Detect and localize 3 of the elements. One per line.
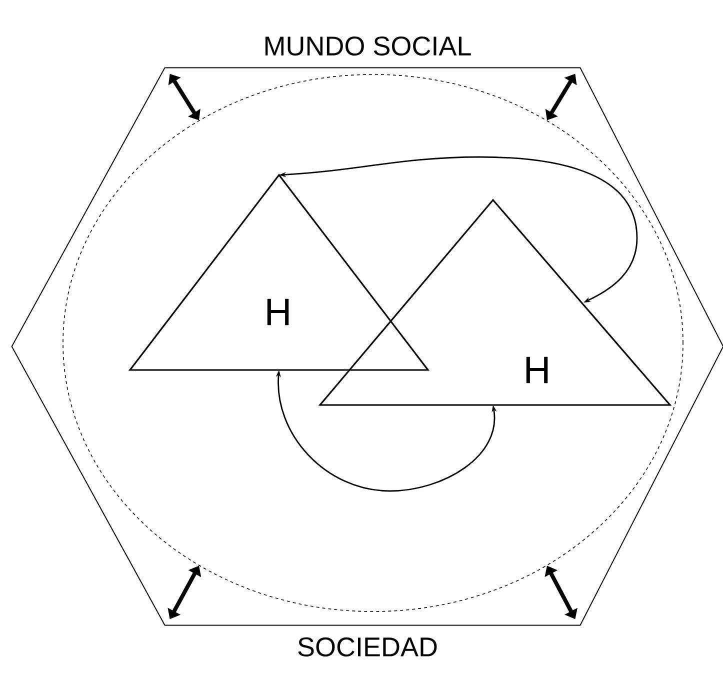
dashed-ellipse — [62, 74, 684, 612]
heading: SOCIEDAD — [298, 637, 437, 657]
heading: MUNDO SOCIAL — [265, 36, 471, 56]
